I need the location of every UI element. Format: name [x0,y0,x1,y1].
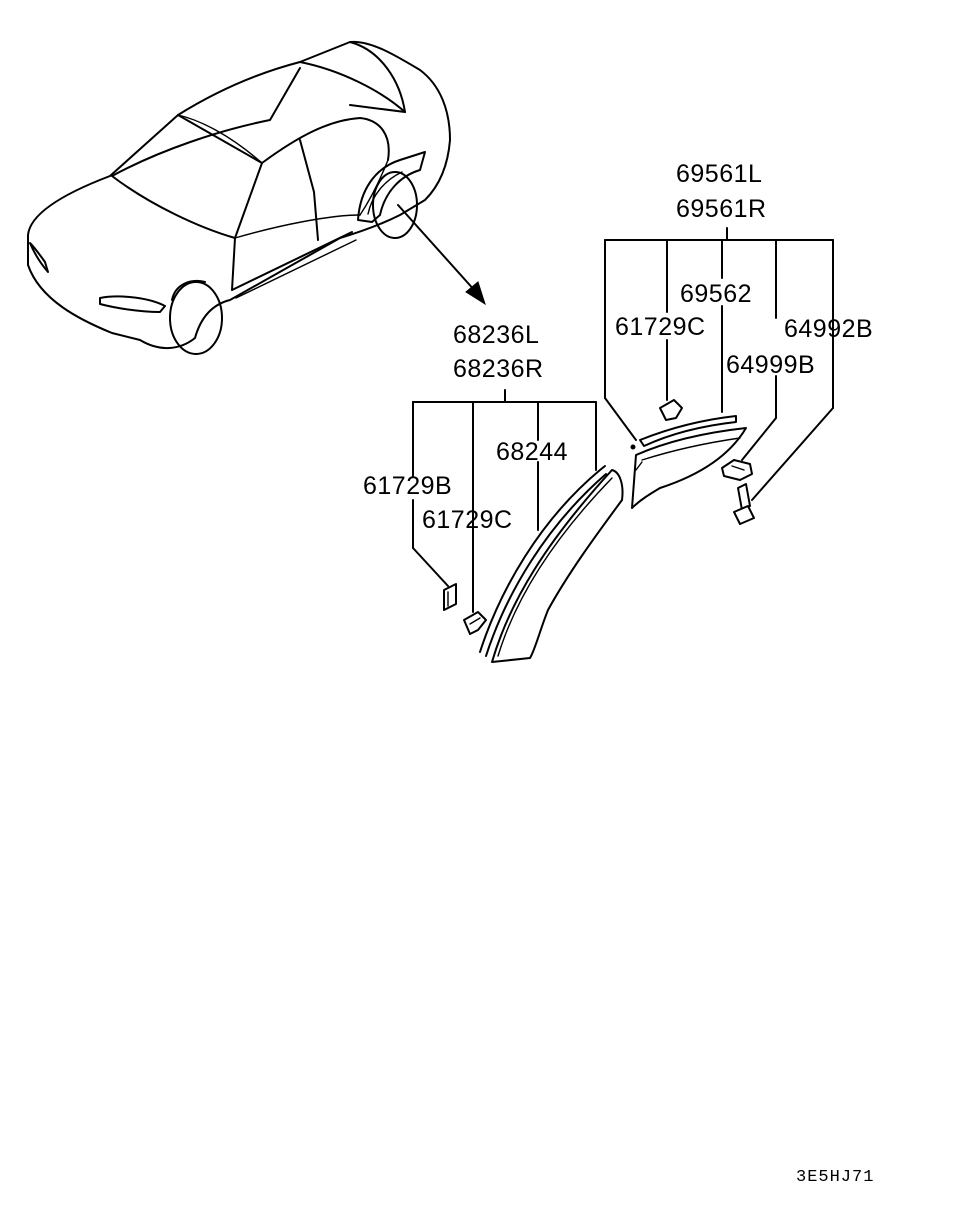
label-69561r: 69561R [676,195,767,223]
label-68236r: 68236R [453,355,544,383]
label-64999b: 64999B [726,351,815,379]
label-61729b: 61729B [363,472,452,500]
label-61729c-front: 61729C [422,506,513,534]
car-illustration [27,40,451,355]
label-68236l: 68236L [453,321,539,349]
front-arch-molding-group [412,389,624,663]
label-64992b: 64992B [784,315,873,343]
label-61729c-rear: 61729C [615,313,706,341]
rear-arch-molding-group [604,227,834,525]
label-69562: 69562 [680,280,752,308]
pointer-arrow [397,204,486,306]
label-69561l: 69561L [676,160,762,188]
label-68244: 68244 [496,438,568,466]
diagram-reference-code: 3E5HJ71 [796,1168,874,1187]
